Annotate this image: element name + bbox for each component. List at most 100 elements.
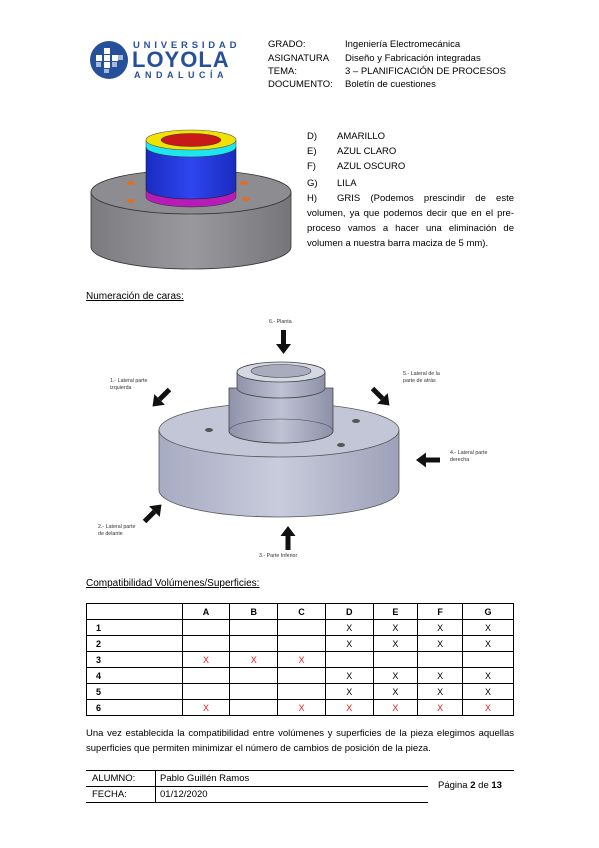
faces-title: Numeración de caras: bbox=[86, 291, 184, 302]
volume-letter: E) bbox=[307, 146, 317, 157]
table-header-cell: D bbox=[324, 603, 374, 620]
footer-divider bbox=[86, 770, 514, 771]
table-header-cell: A bbox=[181, 603, 231, 620]
face-arrow-3-icon bbox=[280, 526, 296, 550]
table-cell: X bbox=[372, 635, 419, 652]
table-cell: X bbox=[277, 699, 326, 716]
gris-note-first: (Podemos prescindir de este bbox=[370, 193, 515, 204]
logo-line-andalucia: ANDALUCÍA bbox=[134, 70, 228, 80]
volume-letter: G) bbox=[307, 178, 318, 189]
compat-title: Compatibilidad Volúmenes/Superficies: bbox=[86, 578, 260, 589]
table-cell: X bbox=[461, 619, 515, 636]
page-prefix: Página bbox=[438, 780, 468, 791]
table-header-row: A B C D E F G bbox=[86, 603, 515, 620]
footer-alumno-label: ALUMNO: bbox=[92, 773, 136, 784]
face-arrow-1-icon bbox=[152, 387, 172, 407]
row-label: 5 bbox=[86, 683, 183, 700]
table-cell bbox=[229, 667, 279, 684]
row-label: 4 bbox=[86, 667, 183, 684]
face-label-3: 3.- Parte Inferior bbox=[259, 553, 298, 559]
volume-label: AZUL CLARO bbox=[337, 146, 397, 157]
header-value: Ingeniería Electromecánica bbox=[345, 39, 461, 50]
table-cell bbox=[372, 651, 419, 668]
logo-emblem-icon bbox=[90, 41, 128, 79]
volume-label: GRIS bbox=[337, 193, 361, 204]
volume-label: AMARILLO bbox=[337, 131, 386, 142]
volume-item-d: D) AMARILLO bbox=[307, 129, 517, 144]
volume-letter: H) bbox=[307, 193, 318, 204]
table-header-cell: C bbox=[277, 603, 326, 620]
table-cell: X bbox=[181, 651, 231, 668]
face-label-2a: 2.- Lateral parte bbox=[98, 524, 136, 530]
table-cell: X bbox=[324, 619, 374, 636]
face-arrow-4-icon bbox=[416, 452, 440, 468]
face-arrow-6-icon bbox=[276, 330, 291, 354]
table-cell: X bbox=[229, 651, 279, 668]
volume-item-e: E) AZUL CLARO bbox=[307, 144, 517, 159]
volume-label: LILA bbox=[337, 178, 357, 189]
table-row: 4 X X X X bbox=[86, 667, 515, 684]
face-label-2b: de delante bbox=[98, 531, 123, 537]
page-sep: de bbox=[478, 780, 489, 791]
header-row-grado: GRADO: Ingeniería Electromecánica bbox=[0, 38, 599, 52]
face-label-1b: izquierda bbox=[110, 385, 132, 391]
table-cell bbox=[181, 619, 231, 636]
table-cell bbox=[229, 683, 279, 700]
footer-fecha-label: FECHA: bbox=[92, 789, 127, 800]
header-row-asignatura: ASIGNATURA Diseño y Fabricación integrad… bbox=[0, 52, 599, 66]
table-header-cell: B bbox=[229, 603, 279, 620]
table-cell: X bbox=[372, 619, 419, 636]
conclusion-paragraph: Una vez establecida la compatibilidad en… bbox=[86, 728, 514, 755]
table-cell bbox=[181, 667, 231, 684]
table-row: 1 X X X X bbox=[86, 619, 515, 636]
gris-note-rest: volumen, ya que podemos decir que en el … bbox=[307, 208, 514, 250]
table-cell: X bbox=[461, 699, 515, 716]
footer-row-divider bbox=[86, 786, 428, 787]
table-cell bbox=[181, 635, 231, 652]
table-cell: X bbox=[461, 667, 515, 684]
header-key: DOCUMENTO: bbox=[268, 79, 333, 90]
table-cell bbox=[229, 619, 279, 636]
face-label-5a: 5.- Lateral de la bbox=[403, 371, 440, 377]
table-row: 6 X X X X X X bbox=[86, 699, 515, 716]
page-current: 2 bbox=[470, 780, 476, 791]
compat-table: A B C D E F G 1 X X X X 2 X X X X 3 X X … bbox=[86, 603, 515, 716]
face-arrow-5-icon bbox=[370, 386, 390, 406]
row-label: 6 bbox=[86, 699, 183, 716]
volume-letter: D) bbox=[307, 131, 318, 142]
volume-letter: F) bbox=[307, 161, 316, 172]
table-cell bbox=[417, 651, 463, 668]
table-cell bbox=[461, 651, 515, 668]
table-header-cell: G bbox=[461, 603, 515, 620]
table-row: 2 X X X X bbox=[86, 635, 515, 652]
table-cell bbox=[277, 635, 326, 652]
footer-bottom-divider bbox=[86, 802, 428, 803]
table-cell: X bbox=[277, 651, 326, 668]
table-cell: X bbox=[417, 667, 463, 684]
volume-item-h: H) GRIS (Podemos prescindir de este bbox=[307, 191, 514, 206]
face-label-4a: 4.- Lateral parte bbox=[450, 450, 488, 456]
table-cell: X bbox=[324, 699, 374, 716]
table-header-cell: F bbox=[417, 603, 463, 620]
row-label: 3 bbox=[86, 651, 183, 668]
header-value: Diseño y Fabricación integradas bbox=[345, 53, 481, 64]
header-key: GRADO: bbox=[268, 39, 306, 50]
table-cell: X bbox=[372, 699, 419, 716]
header-key: ASIGNATURA bbox=[268, 53, 330, 64]
face-label-5b: parte de atrás bbox=[403, 378, 436, 384]
page-number: Página 2 de 13 bbox=[438, 780, 502, 791]
table-cell bbox=[277, 619, 326, 636]
table-cell: X bbox=[417, 619, 463, 636]
table-cell: X bbox=[417, 699, 463, 716]
row-label: 1 bbox=[86, 619, 183, 636]
table-cell bbox=[324, 651, 374, 668]
face-arrow-2-icon bbox=[142, 504, 162, 524]
table-cell: X bbox=[461, 635, 515, 652]
volumes-part-image bbox=[86, 127, 296, 272]
table-cell bbox=[229, 635, 279, 652]
face-label-1a: 1.- Lateral parte bbox=[110, 378, 148, 384]
face-label-6: 6.- Planta bbox=[269, 319, 292, 325]
header-value: Boletín de cuestiones bbox=[345, 79, 436, 90]
face-label-4b: derecha bbox=[450, 457, 470, 463]
table-header-cell bbox=[86, 603, 183, 620]
